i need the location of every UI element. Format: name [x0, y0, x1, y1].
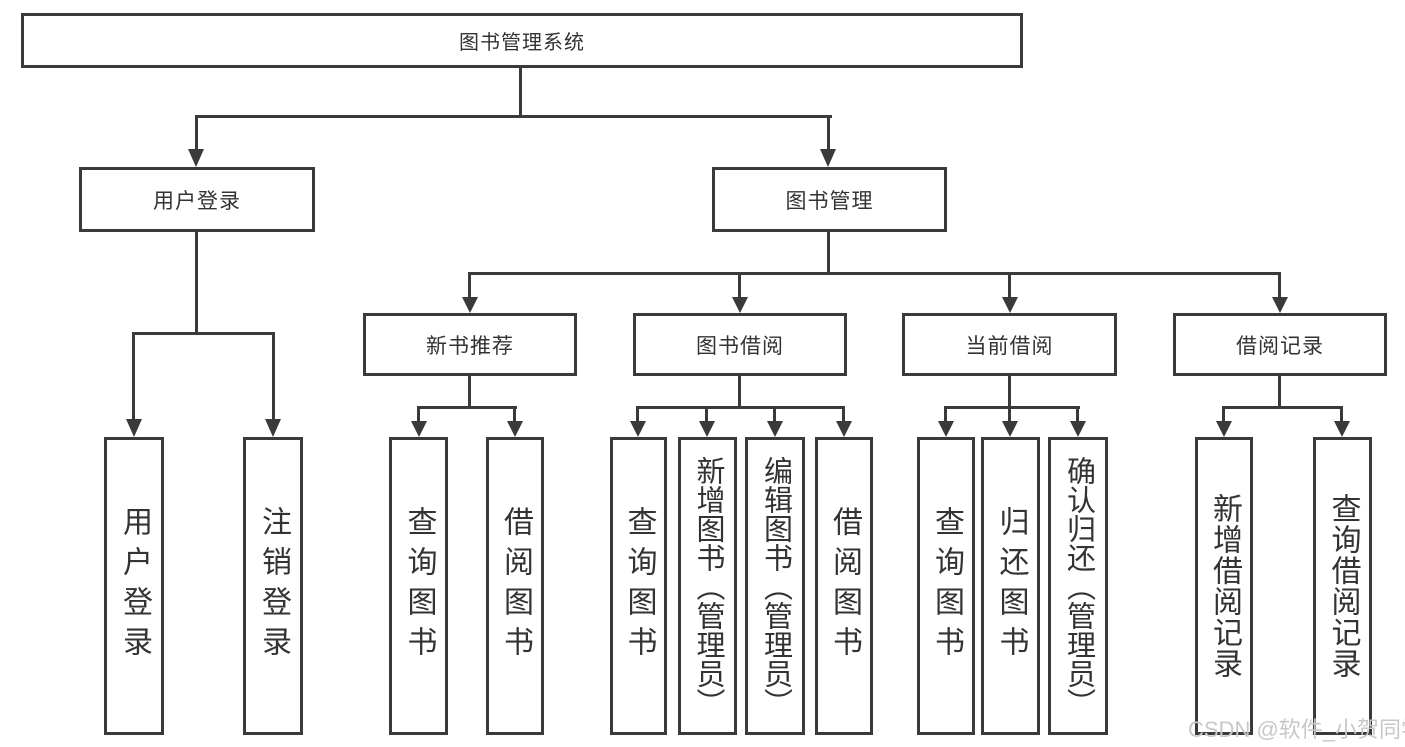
connector-leaf — [417, 406, 420, 422]
node-book-borrowing-label: 图书借阅 — [696, 334, 784, 358]
node-borrow-records: 借阅记录 — [1173, 313, 1387, 376]
leaf-query-borrow-record: 查询借阅记录 — [1313, 437, 1372, 735]
connector-new-book-stem — [468, 376, 471, 409]
connector-user-login-stem — [195, 232, 198, 335]
connector-current-borrow-split — [944, 406, 1080, 409]
arrow-leaf — [411, 421, 427, 437]
connector-leaf — [513, 406, 516, 422]
leaf-edit-book-admin-label: 编辑图书（管理员） — [759, 455, 792, 717]
node-root-label: 图书管理系统 — [459, 32, 585, 54]
connector-to-user-login — [195, 115, 198, 149]
leaf-edit-book-admin: 编辑图书（管理员） — [745, 437, 805, 735]
connector-book-borrow-stem — [738, 376, 741, 409]
leaf-logout-label: 注销登录 — [257, 506, 290, 666]
connector-to-borrow-records — [1278, 272, 1281, 298]
connector-to-leaf-logout — [272, 332, 275, 419]
leaf-query-book-1: 查询图书 — [389, 437, 448, 735]
arrow-leaf — [699, 421, 715, 437]
connector-leaf — [773, 406, 776, 422]
arrow-to-user-login — [188, 149, 204, 167]
node-book-management-label: 图书管理 — [785, 189, 874, 213]
leaf-add-borrow-record-label: 新增借阅记录 — [1208, 493, 1241, 679]
node-new-book-recommend-label: 新书推荐 — [426, 334, 514, 358]
connector-leaf — [1222, 406, 1225, 422]
leaf-borrow-book-2-label: 借阅图书 — [828, 506, 861, 666]
leaf-query-book-1-label: 查询图书 — [402, 506, 436, 666]
leaf-borrow-book-1-label: 借阅图书 — [499, 506, 532, 666]
leaf-confirm-return-admin-label: 确认归还（管理员） — [1062, 455, 1095, 717]
leaf-query-book-3: 查询图书 — [917, 437, 975, 735]
arrow-to-book-mgmt — [820, 149, 836, 167]
node-current-borrowing: 当前借阅 — [902, 313, 1117, 376]
connector-book-mgmt-split — [468, 272, 1281, 275]
arrow-leaf — [836, 421, 852, 437]
arrow-to-book-borrow — [732, 297, 748, 313]
arrow-leaf — [767, 421, 783, 437]
leaf-user-login: 用户登录 — [104, 437, 164, 735]
connector-leaf — [636, 406, 639, 422]
arrow-leaf — [938, 421, 954, 437]
leaf-return-book: 归还图书 — [981, 437, 1040, 735]
csdn-watermark: CSDN @软件_小贺同学 — [1188, 717, 1405, 742]
connector-leaf — [944, 406, 947, 422]
connector-borrow-records-stem — [1278, 376, 1281, 409]
connector-leaf — [1076, 406, 1079, 422]
connector-to-book-mgmt — [827, 115, 830, 149]
node-root: 图书管理系统 — [21, 13, 1023, 68]
node-user-login: 用户登录 — [79, 167, 315, 232]
node-new-book-recommend: 新书推荐 — [363, 313, 577, 376]
arrow-to-leaf-logout — [265, 419, 281, 437]
node-borrow-records-label: 借阅记录 — [1236, 334, 1324, 358]
node-book-management: 图书管理 — [712, 167, 947, 232]
leaf-query-book-2-label: 查询图书 — [622, 506, 656, 666]
connector-current-borrow-stem — [1008, 376, 1011, 409]
connector-book-borrow-split — [636, 406, 844, 409]
connector-leaf — [1008, 406, 1011, 422]
arrow-leaf — [507, 421, 523, 437]
arrow-leaf — [1334, 421, 1350, 437]
connector-root-split — [195, 115, 832, 118]
leaf-borrow-book-1: 借阅图书 — [486, 437, 544, 735]
connector-to-book-borrow — [738, 272, 741, 298]
arrow-to-borrow-records — [1272, 297, 1288, 313]
arrow-leaf — [1070, 421, 1086, 437]
connector-to-current-borrow — [1008, 272, 1011, 298]
node-user-login-label: 用户登录 — [153, 189, 241, 213]
leaf-query-book-3-label: 查询图书 — [930, 506, 963, 666]
arrow-leaf — [630, 421, 646, 437]
leaf-return-book-label: 归还图书 — [994, 506, 1028, 666]
leaf-logout: 注销登录 — [243, 437, 303, 735]
connector-leaf — [1340, 406, 1343, 422]
leaf-add-book-admin: 新增图书（管理员） — [678, 437, 737, 735]
node-book-borrowing: 图书借阅 — [633, 313, 847, 376]
connector-leaf — [842, 406, 845, 422]
leaf-borrow-book-2: 借阅图书 — [815, 437, 873, 735]
arrow-leaf — [1002, 421, 1018, 437]
connector-root-stem — [519, 68, 522, 118]
leaf-query-borrow-record-label: 查询借阅记录 — [1326, 493, 1360, 679]
leaf-add-borrow-record: 新增借阅记录 — [1195, 437, 1253, 735]
node-current-borrowing-label: 当前借阅 — [965, 334, 1054, 358]
leaf-add-book-admin-label: 新增图书（管理员） — [692, 455, 724, 717]
arrow-to-new-book — [462, 297, 478, 313]
arrow-leaf — [1216, 421, 1232, 437]
connector-new-book-split — [417, 406, 517, 409]
connector-book-mgmt-stem — [827, 232, 830, 275]
leaf-confirm-return-admin: 确认归还（管理员） — [1048, 437, 1108, 735]
leaf-user-login-label: 用户登录 — [118, 506, 151, 666]
arrow-to-leaf-login — [126, 419, 142, 437]
connector-leaf — [705, 406, 708, 422]
arrow-to-current-borrow — [1002, 297, 1018, 313]
connector-borrow-records-split — [1222, 406, 1343, 409]
connector-to-new-book — [468, 272, 471, 298]
connector-user-login-split — [132, 332, 275, 335]
connector-to-leaf-login — [132, 332, 135, 419]
leaf-query-book-2: 查询图书 — [610, 437, 667, 735]
